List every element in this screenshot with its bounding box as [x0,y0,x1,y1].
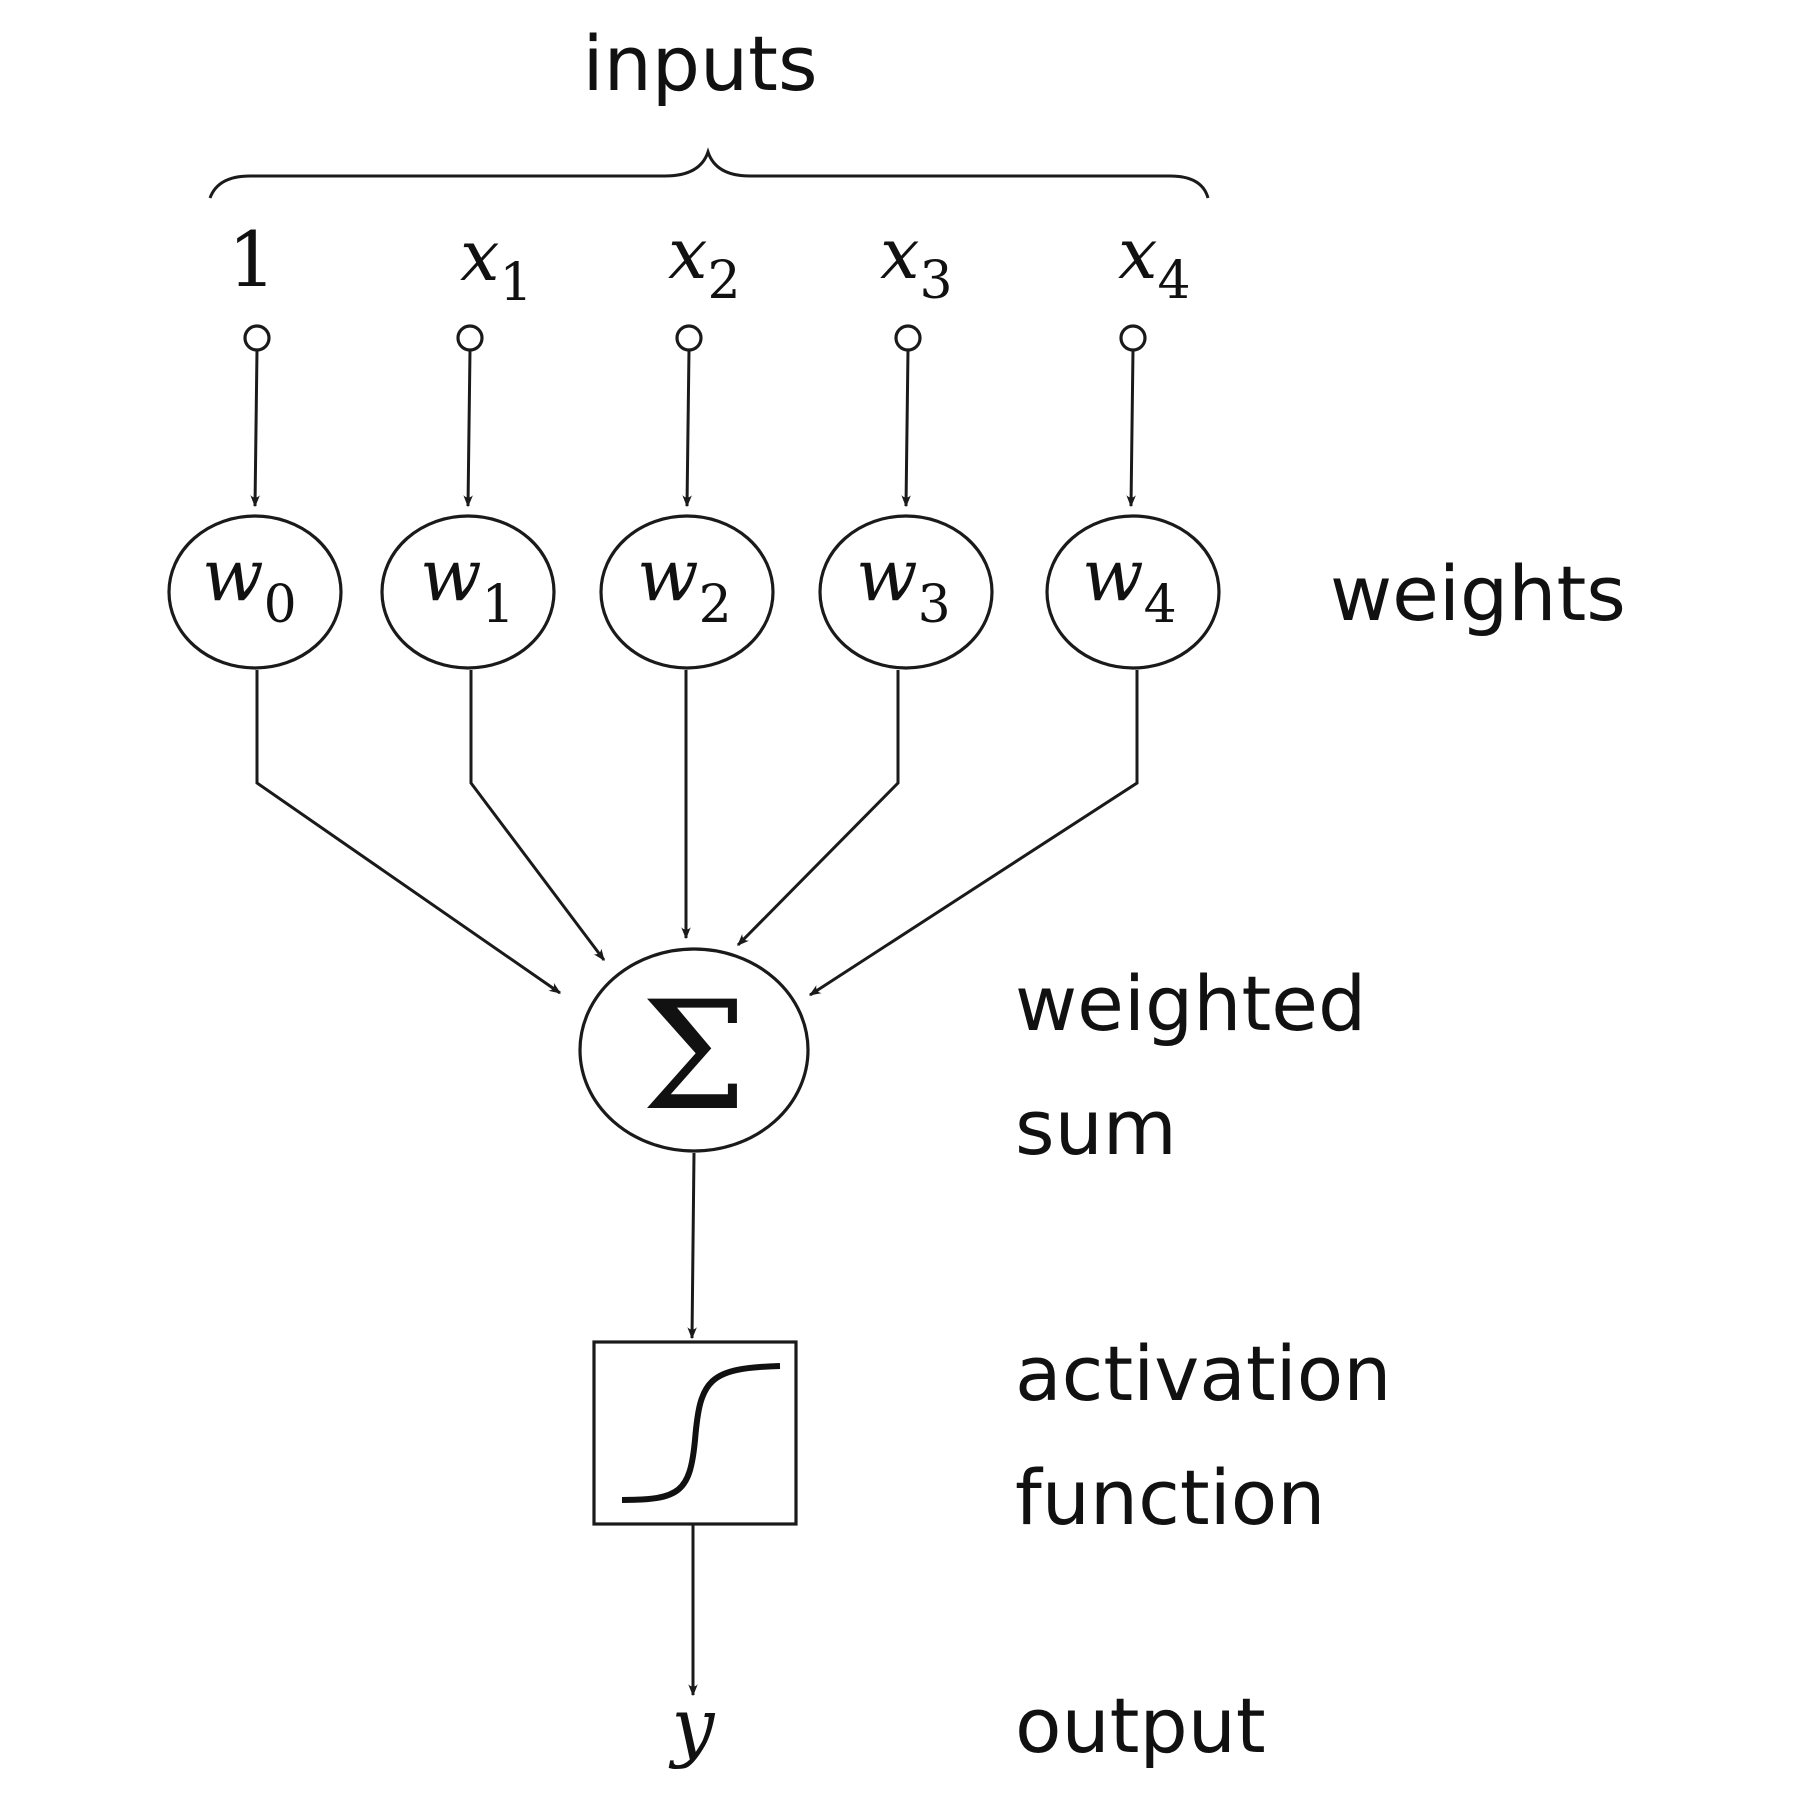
input-symbols: 1 x1 x2 x3 x4 [228,213,1191,313]
input-terminals [243,324,1147,352]
activation-function-label: activation function [1015,1329,1416,1542]
arrow-input-2 [682,349,692,508]
weight-node-4 [1045,514,1221,670]
input-x4-label: x4 [1118,213,1191,311]
weight-nodes: w0 w1 w2 w3 w4 [167,514,1221,670]
weight-node-1 [380,514,556,670]
weight-w1-label: w1 [420,533,515,635]
input-x1-label: x1 [460,215,533,313]
input-x3-label: x3 [880,213,953,311]
arrow-input-4 [1126,349,1136,508]
sum-symbol: Σ [641,970,747,1144]
weighted-sum-line2: sum [1015,1083,1177,1172]
arrow-input-3 [901,349,911,508]
sigmoid-curve-icon [621,1363,781,1503]
input-terminal-4 [1119,324,1147,352]
input-bias-label: 1 [228,215,276,304]
output-label: output [1015,1681,1266,1770]
output-symbol: y [669,1681,716,1770]
inputs-label: inputs [582,19,817,108]
weight-w0-label: w0 [202,533,297,635]
input-terminal-2 [675,324,703,352]
weight-w2-label: w2 [637,533,732,635]
arrow-weight-3 [736,670,900,947]
weight-w4-label: w4 [1082,533,1177,635]
weighted-sum-line1: weighted [1015,959,1366,1048]
weights-label: weights [1330,549,1626,638]
input-terminal-3 [894,324,922,352]
weight-node-3 [818,514,994,670]
weight-node-2 [599,514,775,670]
weighted-sum-label: weighted sum [1015,959,1390,1172]
arrow-weight-4 [808,670,1139,997]
arrow-weight-0 [255,670,561,995]
arrow-sum-to-activation [687,1152,697,1340]
weight-node-0 [167,514,343,670]
weight-to-sum-arrows [255,670,1139,997]
sum-node [578,947,810,1153]
weight-w3-label: w3 [856,533,951,635]
activation-line1: activation [1015,1329,1391,1418]
input-terminal-0 [243,324,271,352]
arrow-input-1 [463,349,473,508]
input-terminal-1 [456,324,484,352]
inputs-brace [208,147,1210,199]
activation-line2: function [1015,1453,1325,1542]
arrow-weight-1 [469,670,606,961]
input-to-weight-arrows [250,349,1136,508]
arrow-input-0 [250,349,260,508]
input-x2-label: x2 [668,213,741,311]
